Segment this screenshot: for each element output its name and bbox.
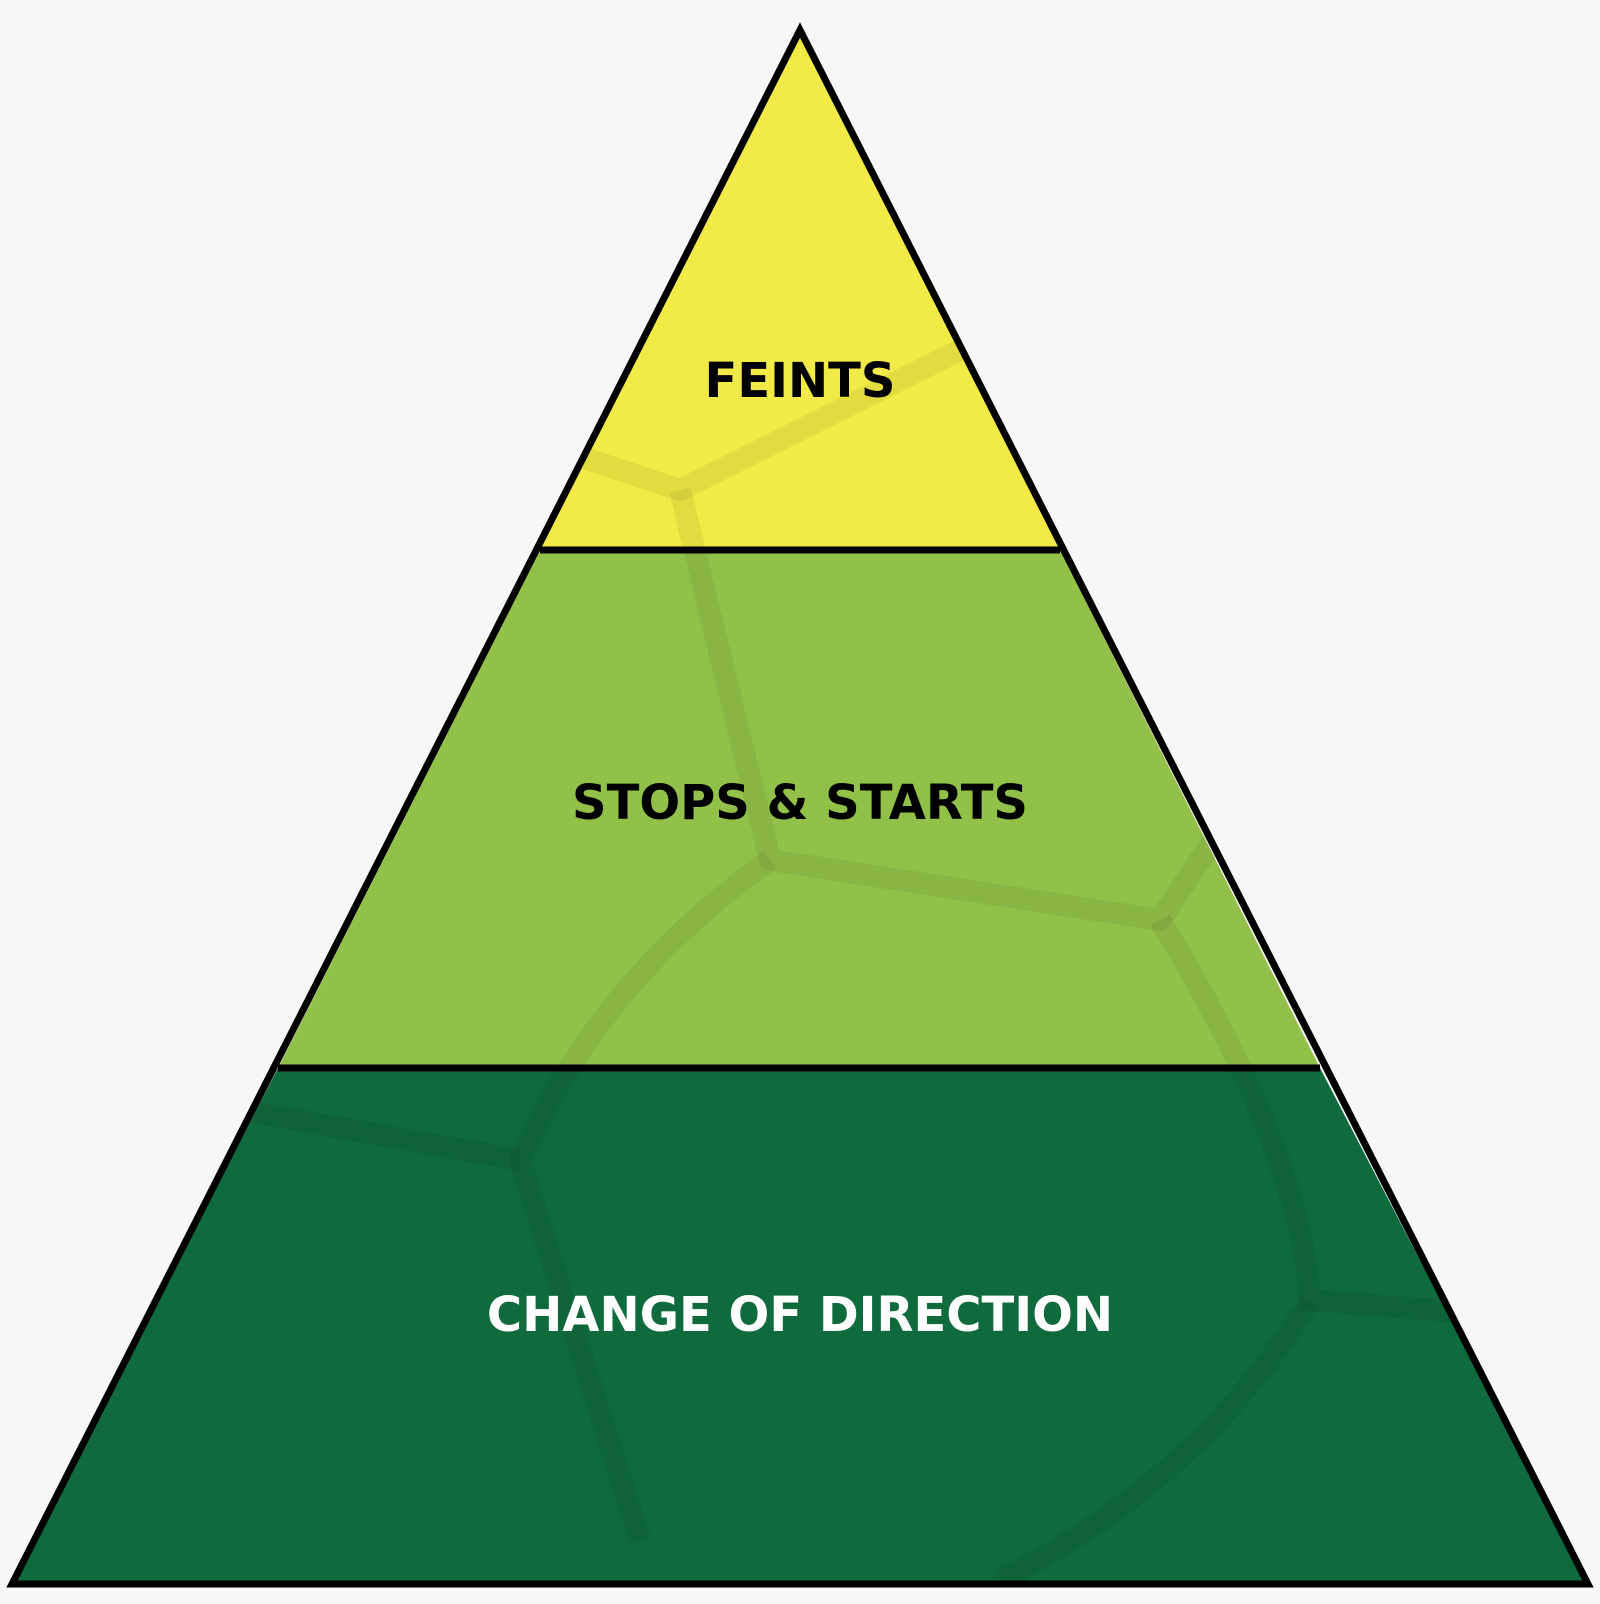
ball-seam-pattern: [238, 340, 1561, 1584]
tier-label-change-of-direction: CHANGE OF DIRECTION: [487, 1287, 1113, 1343]
tier-change-of-direction-shape: [12, 1068, 1588, 1584]
tier-feints-shape: [540, 30, 1060, 550]
tier-stops-starts-shape: [278, 550, 1320, 1068]
pyramid-outline: [6, 22, 1594, 1588]
tier-label-feints: FEINTS: [705, 353, 896, 409]
tier-label-stops-starts: STOPS & STARTS: [572, 775, 1028, 831]
